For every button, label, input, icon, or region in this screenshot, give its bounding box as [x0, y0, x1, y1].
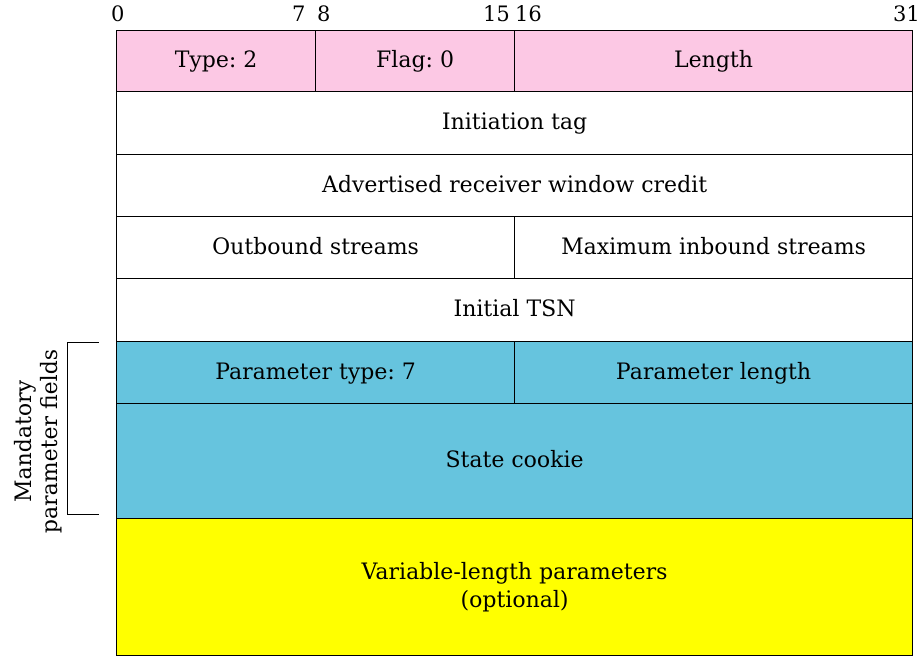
- parameter-type-label: Parameter type: 7: [215, 359, 416, 385]
- parameter-length-field: Parameter length: [514, 341, 913, 404]
- length-field-label: Length: [674, 48, 753, 73]
- mandatory-fields-bracket: [67, 342, 99, 515]
- bit-label-8: 8: [317, 2, 331, 26]
- bit-label-7: 7: [292, 2, 306, 26]
- variable-length-parameters-field: Variable-length parameters (optional): [116, 518, 913, 656]
- type-field-label: Type: 2: [174, 48, 258, 73]
- type-field: Type: 2: [116, 30, 316, 92]
- bit-label-15: 15: [483, 2, 510, 26]
- initial-tsn-label: Initial TSN: [453, 297, 576, 322]
- flag-field: Flag: 0: [315, 30, 515, 92]
- state-cookie-field: State cookie: [116, 403, 913, 519]
- max-inbound-streams-label: Maximum inbound streams: [561, 234, 866, 260]
- state-cookie-label: State cookie: [445, 448, 584, 473]
- bit-label-0: 0: [111, 2, 125, 26]
- receiver-window-label: Advertised receiver window credit: [321, 172, 708, 198]
- initiation-tag-label: Initiation tag: [441, 110, 588, 135]
- bit-label-31: 31: [893, 2, 920, 26]
- bit-label-16: 16: [515, 2, 542, 26]
- length-field: Length: [514, 30, 913, 92]
- outbound-streams-field: Outbound streams: [116, 216, 515, 279]
- mandatory-fields-label: Mandatory parameter fields: [12, 341, 64, 541]
- max-inbound-streams-field: Maximum inbound streams: [514, 216, 913, 279]
- parameter-length-label: Parameter length: [615, 359, 812, 385]
- mandatory-label-line2: parameter fields: [38, 348, 63, 534]
- flag-field-label: Flag: 0: [376, 48, 454, 73]
- outbound-streams-label: Outbound streams: [212, 234, 419, 260]
- mandatory-label-line1: Mandatory: [12, 379, 37, 503]
- receiver-window-field: Advertised receiver window credit: [116, 154, 913, 217]
- parameter-type-field: Parameter type: 7: [116, 341, 515, 404]
- variable-length-label: Variable-length parameters: [361, 560, 668, 585]
- optional-label: (optional): [460, 588, 569, 613]
- initiation-tag-field: Initiation tag: [116, 91, 913, 155]
- initial-tsn-field: Initial TSN: [116, 278, 913, 342]
